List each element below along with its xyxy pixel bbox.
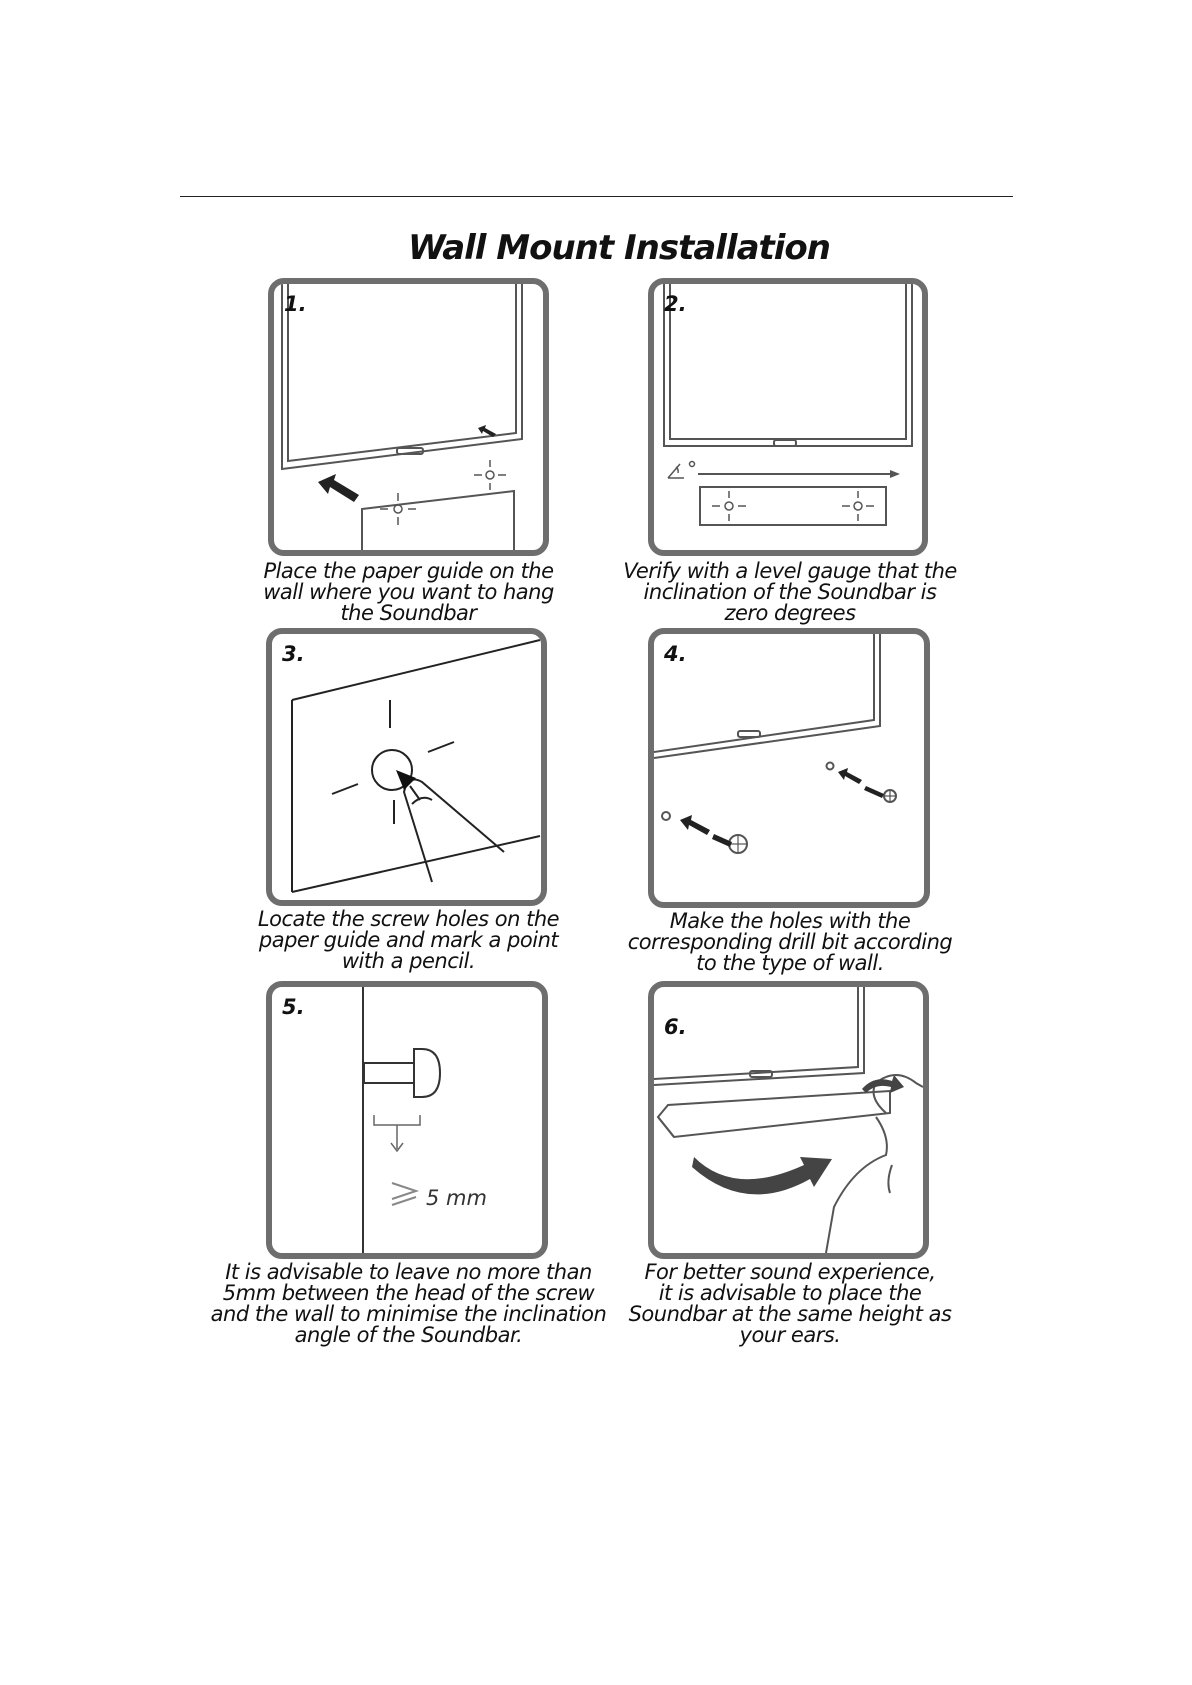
caption-line: it is advisable to place the	[658, 1281, 922, 1305]
caption-line: angle of the Soundbar.	[294, 1323, 523, 1347]
caption-line: Verify with a level gauge that the	[623, 559, 957, 583]
step-1-illustration	[281, 284, 523, 550]
step-5-caption: It is advisable to leave no more than 5m…	[206, 1262, 611, 1346]
step-2-caption: Verify with a level gauge that the incli…	[610, 561, 970, 624]
step-4-caption: Make the holes with the corresponding dr…	[610, 911, 970, 974]
caption-line: inclination of the Soundbar is	[643, 580, 937, 604]
step-5-panel: 5. 5 mm	[266, 981, 548, 1259]
caption-line: paper guide and mark a point	[258, 928, 559, 952]
caption-line: to the type of wall.	[696, 951, 884, 975]
step-5-number: 5.	[282, 995, 305, 1019]
caption-line: It is advisable to leave no more than	[225, 1260, 592, 1284]
caption-line: 5mm between the head of the screw	[222, 1281, 595, 1305]
caption-line: Place the paper guide on the	[263, 559, 554, 583]
step-6-number: 6.	[664, 1015, 687, 1039]
caption-line: wall where you want to hang	[263, 580, 554, 604]
caption-line: the Soundbar	[340, 601, 477, 625]
step-1-caption: Place the paper guide on the wall where …	[236, 561, 581, 624]
measurement-label: 5 mm	[426, 1186, 487, 1210]
step-3-caption: Locate the screw holes on the paper guid…	[236, 909, 581, 972]
step-2-number: 2.	[664, 292, 687, 316]
step-1-panel: 1.	[268, 278, 549, 556]
caption-line: Make the holes with the	[669, 909, 911, 933]
caption-line: and the wall to minimise the inclination	[210, 1302, 607, 1326]
caption-line: Locate the screw holes on the	[257, 907, 560, 931]
page-title: Wall Mount Installation	[408, 228, 831, 268]
caption-line: For better sound experience,	[644, 1260, 936, 1284]
caption-line: Soundbar at the same height as	[628, 1302, 952, 1326]
step-2-illustration	[663, 284, 913, 526]
step-3-number: 3.	[282, 642, 305, 666]
step-4-number: 4.	[664, 642, 687, 666]
step-4-panel: 4.	[648, 628, 930, 908]
step-2-panel: 2.	[648, 278, 928, 556]
caption-line: with a pencil.	[341, 949, 476, 973]
step-3-panel: 3.	[266, 628, 547, 906]
caption-line: corresponding drill bit according	[627, 930, 953, 954]
step-6-illustration	[654, 987, 923, 1253]
step-4-illustration	[654, 634, 897, 854]
step-6-caption: For better sound experience, it is advis…	[610, 1262, 970, 1346]
step-5-illustration	[362, 987, 442, 1253]
caption-line: zero degrees	[724, 601, 856, 625]
caption-line: your ears.	[739, 1323, 841, 1347]
step-1-number: 1.	[284, 292, 307, 316]
step-6-panel: 6.	[648, 981, 929, 1259]
step-3-illustration	[291, 639, 541, 893]
header-rule	[180, 196, 1013, 197]
